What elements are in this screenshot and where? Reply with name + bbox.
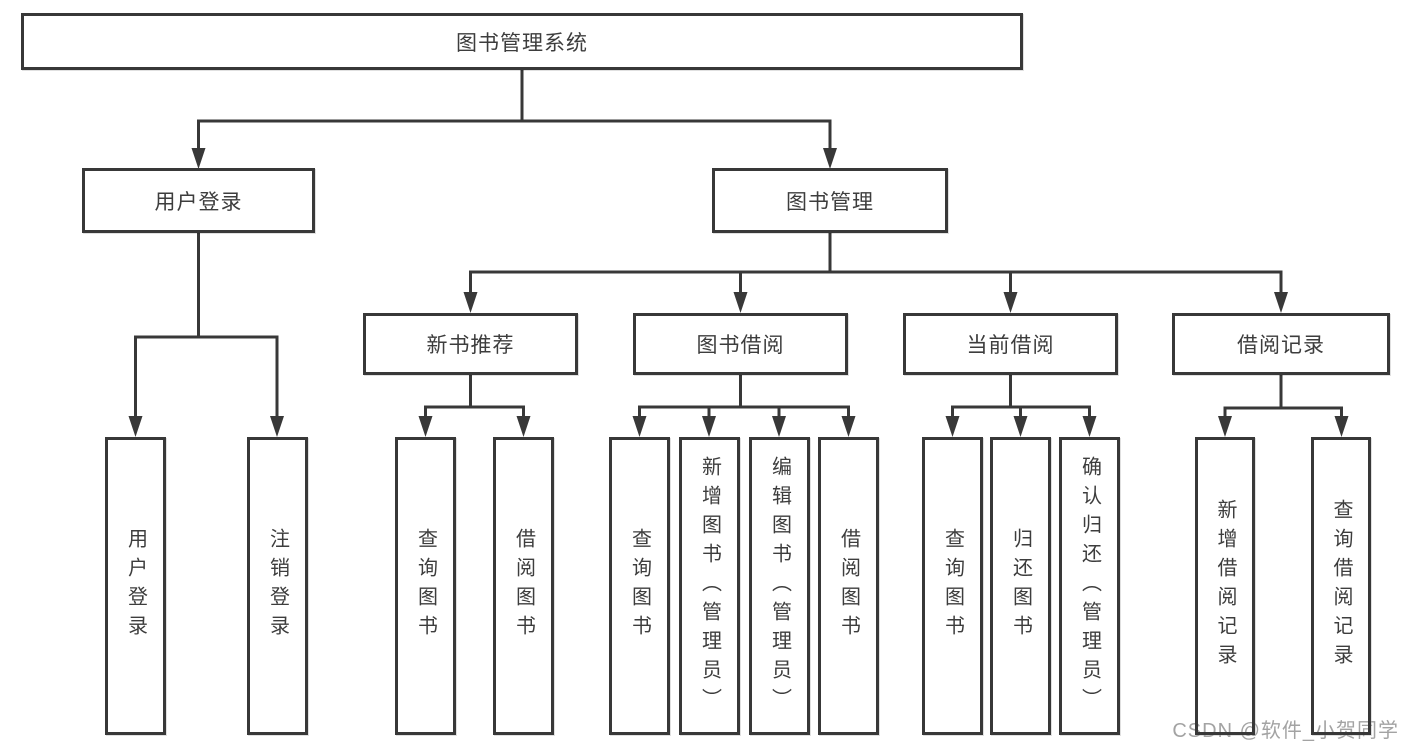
node-library-management-system: 图书管理系统: [21, 13, 1023, 70]
leaf-confirm-return-admin: 确认归还（管理员）: [1059, 437, 1120, 735]
leaf-query-books-recommend: 查询图书: [395, 437, 456, 735]
node-borrow-records: 借阅记录: [1172, 313, 1390, 375]
node-book-borrow: 图书借阅: [633, 313, 848, 375]
node-new-book-recommend: 新书推荐: [363, 313, 578, 375]
node-book-management: 图书管理: [712, 168, 948, 233]
node-user-login: 用户登录: [82, 168, 315, 233]
leaf-user-login: 用户登录: [105, 437, 166, 735]
node-current-borrow: 当前借阅: [903, 313, 1118, 375]
leaf-logout: 注销登录: [247, 437, 308, 735]
arrowhead-icons: [128, 148, 1349, 437]
leaf-add-borrow-record: 新增借阅记录: [1195, 437, 1255, 735]
leaf-query-books-borrow: 查询图书: [609, 437, 670, 735]
leaf-borrow-books-recommend: 借阅图书: [493, 437, 554, 735]
leaf-return-books: 归还图书: [990, 437, 1051, 735]
leaf-query-books-current: 查询图书: [922, 437, 983, 735]
leaf-add-books-admin: 新增图书（管理员）: [679, 437, 740, 735]
leaf-query-borrow-record: 查询借阅记录: [1311, 437, 1371, 735]
leaf-edit-books-admin: 编辑图书（管理员）: [749, 437, 810, 735]
leaf-borrow-books: 借阅图书: [818, 437, 879, 735]
csdn-watermark: CSDN @软件_小贺同学: [1172, 720, 1399, 742]
